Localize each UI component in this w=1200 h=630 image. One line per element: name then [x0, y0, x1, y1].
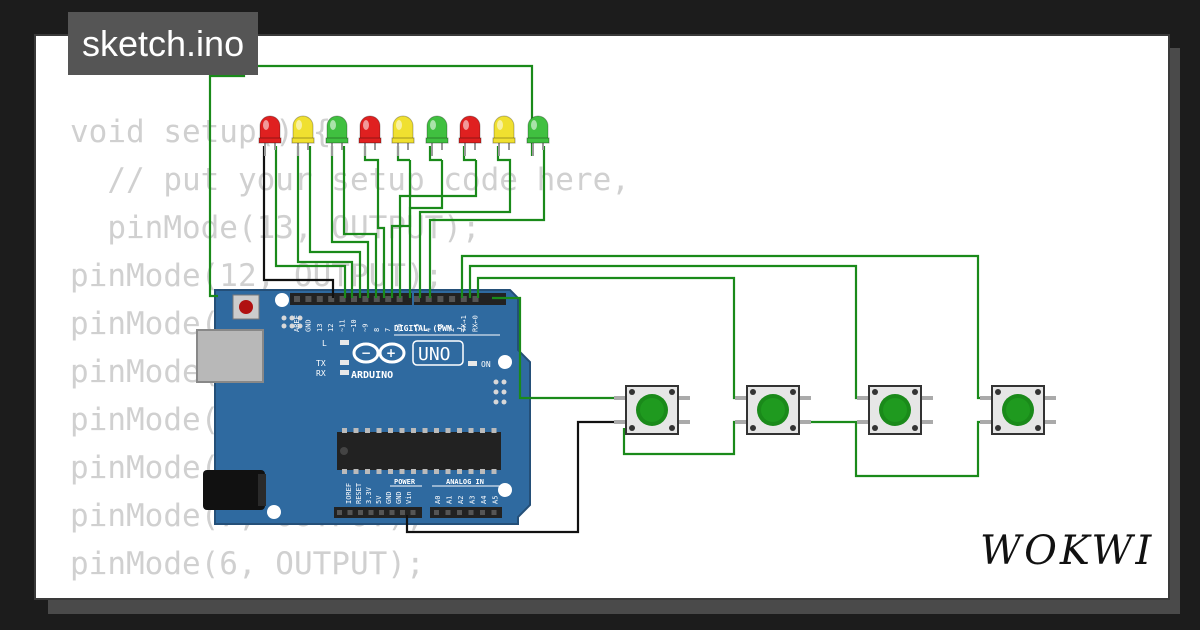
digital-pin-label: ~9 [361, 324, 369, 332]
digital-pin-label: ~5 [413, 324, 421, 332]
header-pin[interactable] [491, 510, 497, 515]
atmega-chip [337, 432, 501, 470]
svg-text:+: + [386, 346, 396, 360]
header-pin[interactable] [400, 510, 405, 515]
header-pin[interactable] [425, 296, 432, 302]
power-pin-label: 3.3V [365, 486, 373, 504]
board-brand: ARDUINO [351, 370, 393, 381]
header-pin[interactable] [389, 510, 395, 515]
analog-pin-label: A2 [457, 496, 465, 504]
power-pin-label: GND [395, 491, 403, 504]
analog-pin-label: A1 [446, 496, 454, 504]
power-pin-label: GND [385, 491, 393, 504]
push-button[interactable] [614, 385, 690, 435]
led-green[interactable] [526, 115, 550, 156]
header-pin[interactable] [368, 510, 374, 515]
analog-pin-label: A4 [480, 496, 488, 504]
code-line: pinMode(12, OUTPUT); [70, 258, 444, 294]
digital-pin-label: 13 [316, 324, 324, 332]
file-tab[interactable]: sketch.ino [68, 12, 259, 75]
led-l-label: L [322, 339, 327, 348]
analog-label: ANALOG IN [446, 478, 484, 486]
svg-text:−: − [361, 346, 371, 360]
analog-pin-label: A3 [469, 496, 477, 504]
analog-pin-label: A0 [434, 496, 442, 504]
header-pin[interactable] [460, 296, 467, 302]
power-jack [203, 470, 265, 510]
power-label: POWER [394, 478, 416, 486]
header-pin[interactable] [449, 296, 456, 302]
rx-label: RX [316, 369, 326, 378]
header-pin[interactable] [468, 510, 474, 515]
header-pin[interactable] [379, 510, 384, 515]
push-button[interactable] [980, 385, 1056, 435]
header-pin[interactable] [339, 296, 346, 302]
header-pin[interactable] [328, 296, 335, 302]
arduino-logo-icon [352, 342, 406, 364]
power-pin-label: RESET [355, 482, 363, 504]
tx-label: TX [316, 359, 326, 368]
digital-pin-label: ~10 [350, 319, 358, 332]
usb-connector [196, 329, 264, 383]
header-pin[interactable] [362, 296, 369, 302]
header-pin[interactable] [396, 296, 403, 302]
led-green[interactable] [325, 115, 349, 156]
header-pin[interactable] [305, 296, 312, 302]
header-pin[interactable] [410, 510, 416, 515]
digital-pin-label: 7 [384, 328, 392, 332]
power-pin-label: Vin [405, 491, 413, 504]
header-pin[interactable] [434, 510, 439, 515]
header-pin[interactable] [373, 296, 380, 302]
header-pin[interactable] [351, 296, 357, 302]
header-pin[interactable] [294, 296, 300, 302]
led-yellow[interactable] [291, 115, 315, 156]
digital-pin-label: GND [304, 319, 312, 332]
code-line: pinMode(5, OUTPUT); [70, 588, 630, 598]
digital-pin-label: AREF [293, 315, 301, 332]
on-label: ON [481, 360, 491, 369]
header-pin[interactable] [472, 296, 479, 302]
header-pin[interactable] [437, 296, 444, 302]
digital-label: DIGITAL (PWM ~) [394, 324, 466, 333]
led-red[interactable] [358, 115, 382, 156]
digital-pin-label: 2 [448, 328, 456, 332]
led-green[interactable] [425, 115, 449, 156]
wires [208, 64, 995, 534]
led-row [258, 115, 550, 156]
led-yellow[interactable] [492, 115, 516, 156]
led-red[interactable] [458, 115, 482, 156]
led-red[interactable] [258, 115, 282, 156]
digital-pin-label: ~3 [436, 324, 444, 332]
button-row [614, 385, 1056, 435]
wokwi-logo: WOKWI [980, 528, 1152, 574]
header-pin[interactable] [457, 510, 462, 515]
header-pin[interactable] [480, 510, 485, 515]
header-pin[interactable] [445, 510, 451, 515]
power-pin-label: 5V [375, 495, 383, 504]
digital-pin-label: RX←0 [472, 315, 480, 332]
digital-pin-label: 12 [327, 324, 335, 332]
digital-pin-label: ~6 [396, 324, 404, 332]
header-pin[interactable] [347, 510, 353, 515]
digital-pin-label: 8 [373, 328, 381, 332]
led-yellow[interactable] [391, 115, 415, 156]
wokwi-logo-text: WOKWI [980, 528, 1152, 574]
digital-pin-label: ~11 [339, 319, 347, 332]
power-pin-label: IOREF [345, 483, 353, 504]
header-pin[interactable] [414, 296, 420, 302]
file-tab-title: sketch.ino [82, 23, 245, 64]
push-button[interactable] [735, 385, 811, 435]
analog-pin-label: A5 [492, 496, 500, 504]
code-line: pinMode(6, OUTPUT); [70, 546, 425, 582]
header-pin[interactable] [385, 296, 392, 302]
header-pin[interactable] [358, 510, 363, 515]
header-pin[interactable] [337, 510, 342, 515]
digital-pin-label: TX→1 [460, 315, 468, 332]
digital-pin-label: 4 [425, 328, 433, 332]
board-model: UNO [418, 344, 451, 365]
push-button[interactable] [857, 385, 933, 435]
header-pin[interactable] [316, 296, 323, 302]
